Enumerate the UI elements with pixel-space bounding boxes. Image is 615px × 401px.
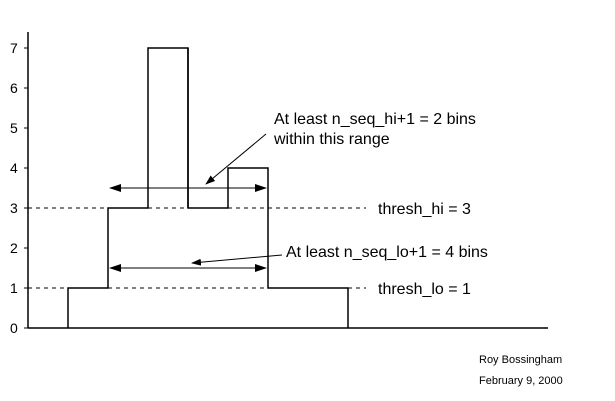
threshold-label: thresh_hi = 3 bbox=[378, 201, 471, 218]
y-tick-label: 2 bbox=[10, 240, 18, 256]
axes bbox=[27, 32, 548, 329]
y-tick-label: 5 bbox=[10, 120, 18, 136]
credit-date: February 9, 2000 bbox=[479, 375, 563, 387]
annotation-pointer bbox=[205, 133, 267, 185]
y-tick-label: 0 bbox=[10, 320, 18, 336]
histogram-bar bbox=[268, 288, 308, 328]
annotation-line: At least n_seq_hi+1 = 2 bins bbox=[274, 111, 476, 128]
histogram-bar bbox=[228, 168, 268, 328]
annotation-line: within this range bbox=[273, 131, 390, 148]
y-tick-label: 7 bbox=[10, 40, 18, 56]
annotation-lo-text: At least n_seq_lo+1 = 4 bins bbox=[286, 244, 488, 261]
annotation-pointer bbox=[191, 254, 283, 266]
annotation-hi-text: At least n_seq_hi+1 = 2 bins within this … bbox=[273, 111, 476, 148]
threshold-label: thresh_lo = 1 bbox=[378, 281, 471, 298]
credit-author: Roy Bossingham bbox=[479, 354, 562, 366]
y-tick-label: 1 bbox=[10, 280, 18, 296]
y-axis-ticks: 0 1 2 3 4 5 6 7 bbox=[10, 40, 28, 336]
range-annotations: At least n_seq_hi+1 = 2 bins within this … bbox=[109, 111, 488, 272]
histogram-bar bbox=[308, 288, 348, 328]
y-tick-label: 3 bbox=[10, 200, 18, 216]
y-tick-label: 4 bbox=[10, 160, 18, 176]
histogram-bar bbox=[68, 288, 108, 328]
y-tick-label: 6 bbox=[10, 80, 18, 96]
histogram-bars bbox=[67, 47, 349, 328]
